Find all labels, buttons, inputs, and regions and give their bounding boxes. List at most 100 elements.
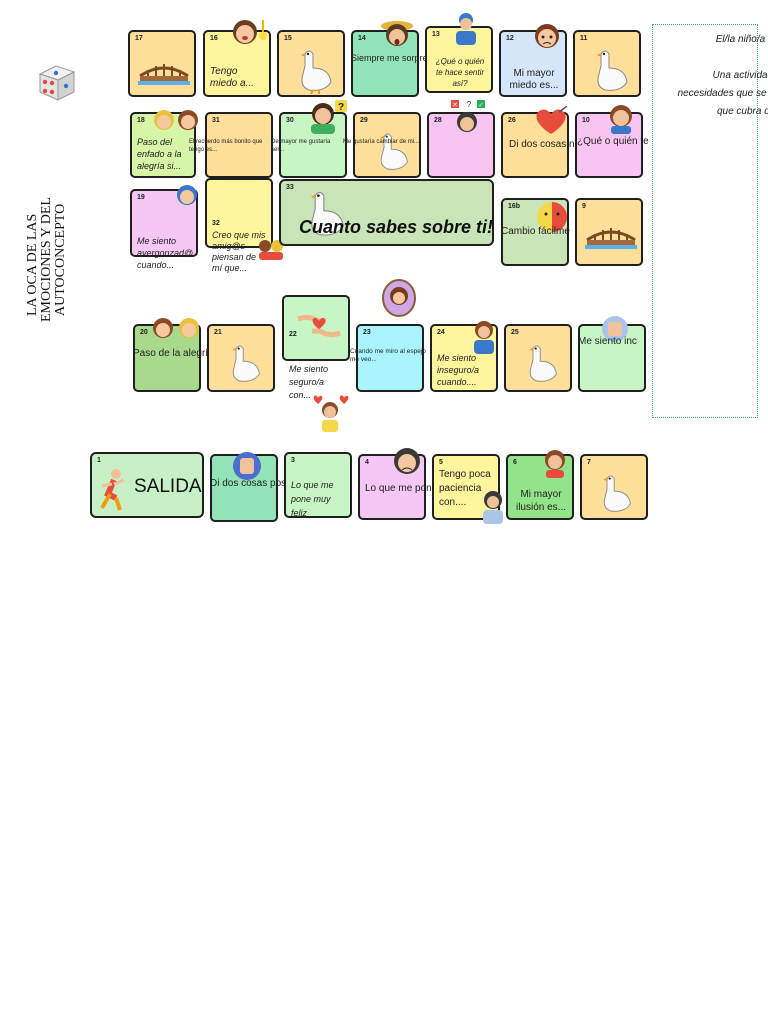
board-cell-16[interactable]: 16 Tengo miedo a...: [203, 20, 271, 97]
goose-icon: [232, 345, 260, 382]
board-cell-28[interactable]: 28 ✕ ? ✓: [427, 100, 495, 178]
board-cell-23[interactable]: 23 Cuando me miro al espejo me veo...: [350, 324, 426, 392]
board-cell-5[interactable]: 5 Tengo poca paciencia con....: [432, 454, 503, 524]
board-cell-7[interactable]: 7: [580, 454, 648, 520]
quiz-question-mark: ?: [467, 100, 472, 109]
cell-text: Cuando me miro al espejo me veo...: [350, 348, 426, 363]
banner: 33 Cuanto sabes sobre ti!: [279, 179, 494, 246]
title-line-3: AUTOCONCEPTO: [53, 204, 68, 316]
goose-icon: [310, 191, 344, 236]
board-cell-29[interactable]: 29 Me gustaría cambiar de mi...: [343, 112, 421, 178]
board-cell-26[interactable]: Me siento inc: [578, 316, 646, 392]
quiz-check-mark: ✓: [478, 102, 484, 109]
cell-number: 29: [360, 117, 368, 124]
board-cell-30[interactable]: 30 ? De mayor me gustaría ser...: [271, 100, 347, 178]
impatient-boy-icon: [483, 491, 503, 524]
quiz-x-mark: ✕: [452, 102, 458, 109]
insecure-boy-icon: [474, 321, 494, 354]
cell-text: Lo que me pone muy tri: [365, 483, 471, 494]
board-cell-21[interactable]: 21: [207, 324, 275, 392]
cell-text: ¿Qué o quién te hace sentir así?: [435, 57, 485, 88]
cell-number: 10: [582, 117, 590, 124]
board-cell-2[interactable]: Di dos cosas positivas que ten: [210, 452, 345, 522]
cell-number: 17: [135, 35, 143, 42]
board-cell-18[interactable]: 18 Paso del enfado a la alegría si...: [130, 110, 198, 178]
cell-text: Me siento seguro/a con...: [289, 364, 329, 400]
board-cell-22[interactable]: 22 Me siento seguro/a con...: [282, 295, 350, 400]
board-cell-24[interactable]: 24 Me siento inseguro/a cuando....: [430, 321, 498, 392]
cell-text: Cambio fácilme: [501, 226, 570, 237]
cell-number: 11: [580, 35, 588, 42]
instructions-line-1: El/la niño/a debe: [715, 34, 768, 45]
board-cell-31[interactable]: 31 El recuerdo más bonito que tengo es..…: [189, 112, 273, 178]
board-cell-25[interactable]: 25: [504, 324, 572, 392]
title-line-1: LA OCA DE LAS: [25, 214, 40, 316]
cell-number: 20: [140, 329, 148, 336]
cell-text: Mi mayor miedo es...: [509, 68, 559, 91]
board-cell-11[interactable]: 11: [573, 30, 641, 97]
board-title: LA OCA DE LAS EMOCIONES Y DEL AUTOCONCEP…: [22, 152, 72, 322]
goose-icon: [529, 345, 557, 382]
cell-number: 25: [511, 329, 519, 336]
board-cell-16b[interactable]: 16b Cambio fácilme: [501, 198, 570, 266]
instructions-line-4: que cubra dic: [716, 106, 768, 117]
heart-icon: [536, 106, 568, 134]
cell-number: 4: [365, 459, 369, 466]
mirror-girl-icon: [382, 279, 416, 317]
board-cell-15[interactable]: 15: [277, 30, 345, 97]
cell-number: 7: [587, 459, 591, 466]
cell-number: 30: [286, 117, 294, 124]
bridge-icon: [138, 64, 190, 85]
cell-text: Paso del enfado a la alegría si...: [137, 137, 182, 171]
dice-icon: [36, 62, 78, 104]
cell-number: 15: [284, 35, 292, 42]
goose-icon: [380, 133, 408, 170]
board-cell-19[interactable]: 19 Me siento avergonzad@ cuando...: [130, 185, 198, 270]
cell-number: 24: [437, 329, 445, 336]
board-cell-32[interactable]: 32 Creo que mis amig@s piensan de mí que…: [205, 178, 283, 273]
goose-icon: [301, 50, 332, 94]
runner-icon: [100, 469, 125, 511]
board-cell-10[interactable]: 10 ¿Qué o quién te: [575, 105, 649, 178]
board-cell-12[interactable]: 12 Mi mayor miedo es...: [499, 24, 567, 97]
cell-number: 12: [506, 35, 514, 42]
board-cell-14[interactable]: 14 Siempre me sorprendo con: [351, 21, 460, 97]
cell-number: 19: [137, 194, 145, 201]
cell-number: 16b: [508, 203, 521, 210]
kids-icon: [153, 318, 199, 338]
instructions-panel: El/la niño/a debe Una actividad p necesi…: [652, 24, 768, 418]
happy-kid-hearts-icon: [313, 395, 349, 432]
scared-girl-icon: [233, 20, 267, 44]
cell-number: 31: [212, 117, 220, 124]
board-cell-9[interactable]: 9: [575, 198, 643, 266]
board-cell-6[interactable]: 6 Mi mayor ilusión es...: [506, 450, 574, 520]
cell-text: Mi mayor ilusión es...: [515, 489, 567, 513]
board-cell-3[interactable]: 3 Lo que me pone muy feliz: [284, 452, 352, 518]
start-cell[interactable]: 1 SALIDA: [90, 452, 204, 518]
cell-number: 1: [97, 457, 101, 464]
cell-text: Siempre me sorprendo con: [351, 53, 460, 63]
board-cell-17[interactable]: 17: [128, 30, 196, 97]
cell-number: 5: [439, 459, 443, 466]
cell-number: 26: [508, 117, 516, 124]
cell-text: Paso de la alegría al enfado si...: [133, 348, 276, 359]
board-cell-4[interactable]: 4 Lo que me pone muy tri: [358, 448, 471, 520]
cell-number: 28: [434, 117, 442, 124]
instructions-line-2: Una actividad p: [712, 70, 768, 81]
bridge-icon: [585, 228, 637, 249]
sad-girl-icon: [394, 448, 420, 474]
board-cell-27[interactable]: 26 Di dos cosas ne: [501, 106, 580, 178]
board-cell-13[interactable]: 13 ¿Qué o quién te hace sentir así?: [425, 13, 493, 93]
surprised-boy-icon: [381, 21, 413, 46]
thumbs-up-icon: [233, 452, 261, 480]
cell-number: 14: [358, 35, 366, 42]
thinking-person-icon: ?: [311, 100, 347, 134]
board-cell-20[interactable]: 20 Paso de la alegría al enfado si...: [133, 318, 276, 392]
cell-number: 16: [210, 35, 218, 42]
cell-number: 33: [286, 184, 294, 191]
cell-number: 32: [212, 220, 220, 227]
giving-heart-icon: [297, 314, 341, 338]
mood-faces-icon: [537, 202, 567, 232]
cell-number: 6: [513, 459, 517, 466]
svg-text:?: ?: [338, 102, 344, 113]
